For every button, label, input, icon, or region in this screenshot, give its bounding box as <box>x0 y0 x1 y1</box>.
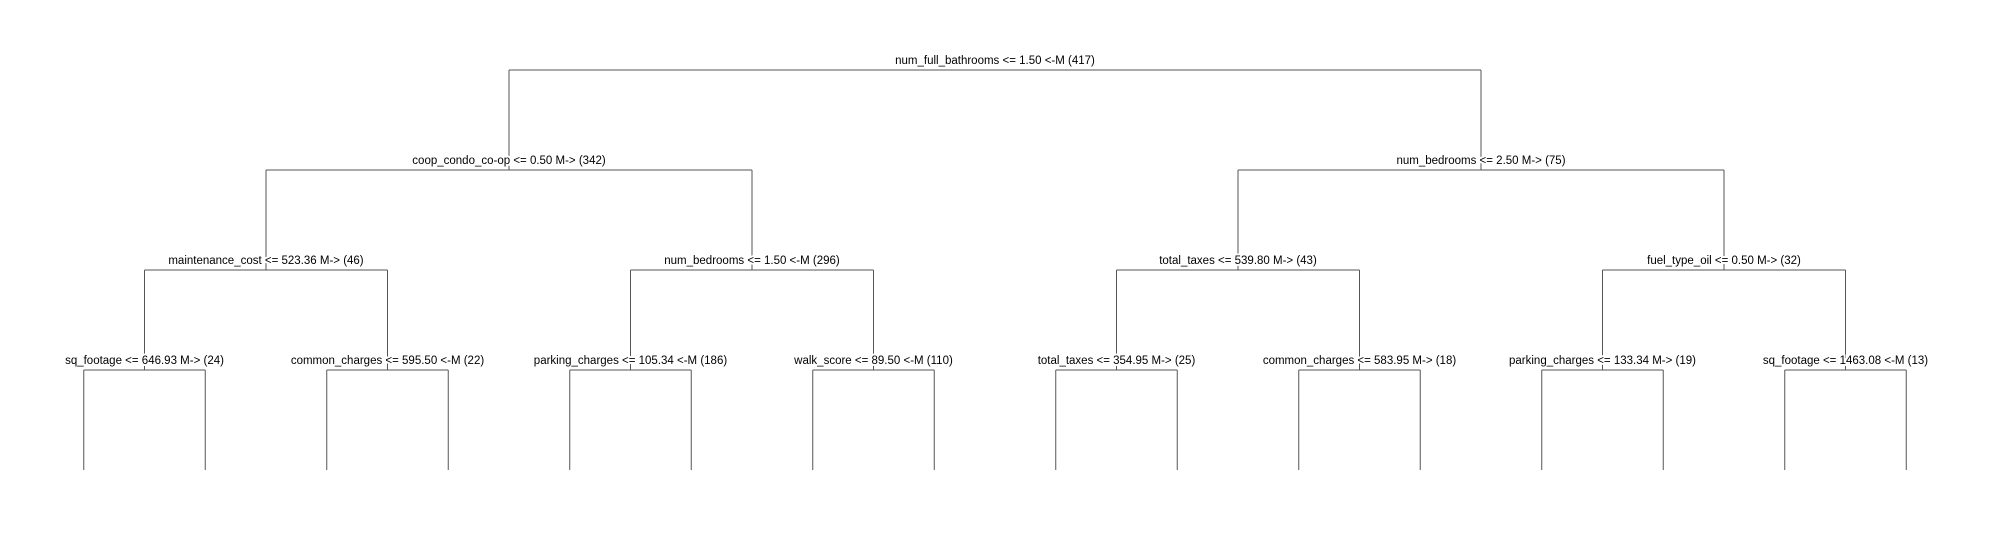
node-l-split-label: coop_condo_co-op <= 0.50 M-> (342) <box>412 155 606 167</box>
node-l-l-split-label: maintenance_cost <= 523.36 M-> (46) <box>168 255 363 267</box>
node-r-l-l-split-label: total_taxes <= 354.95 M-> (25) <box>1038 355 1196 367</box>
node-r-split-label: num_bedrooms <= 2.50 M-> (75) <box>1396 155 1565 167</box>
tree-labels: sq_footage <= 646.93 M-> (24) common_char… <box>63 53 1930 369</box>
node-split-label: num_full_bathrooms <= 1.50 <-M (417) <box>895 55 1095 67</box>
node-r-l-r-split-label: common_charges <= 583.95 M-> (18) <box>1263 355 1457 367</box>
node-l-l-l-split-label: sq_footage <= 646.93 M-> (24) <box>65 355 224 367</box>
node-l-r-l-split-label: parking_charges <= 105.34 <-M (186) <box>534 355 728 367</box>
node-r-l-split-label: total_taxes <= 539.80 M-> (43) <box>1159 255 1317 267</box>
tree-edges <box>83 69 1907 470</box>
node-r-r-r-split-label: sq_footage <= 1463.08 <-M (13) <box>1763 355 1928 367</box>
node-l-r-r-split-label: walk_score <= 89.50 <-M (110) <box>793 355 953 367</box>
node-r-r-split-label: fuel_type_oil <= 0.50 M-> (32) <box>1647 255 1801 267</box>
node-l-l-r-split-label: common_charges <= 595.50 <-M (22) <box>291 355 485 367</box>
node-l-r-split-label: num_bedrooms <= 1.50 <-M (296) <box>664 255 840 267</box>
node-r-r-l-split-label: parking_charges <= 133.34 M-> (19) <box>1509 355 1696 367</box>
